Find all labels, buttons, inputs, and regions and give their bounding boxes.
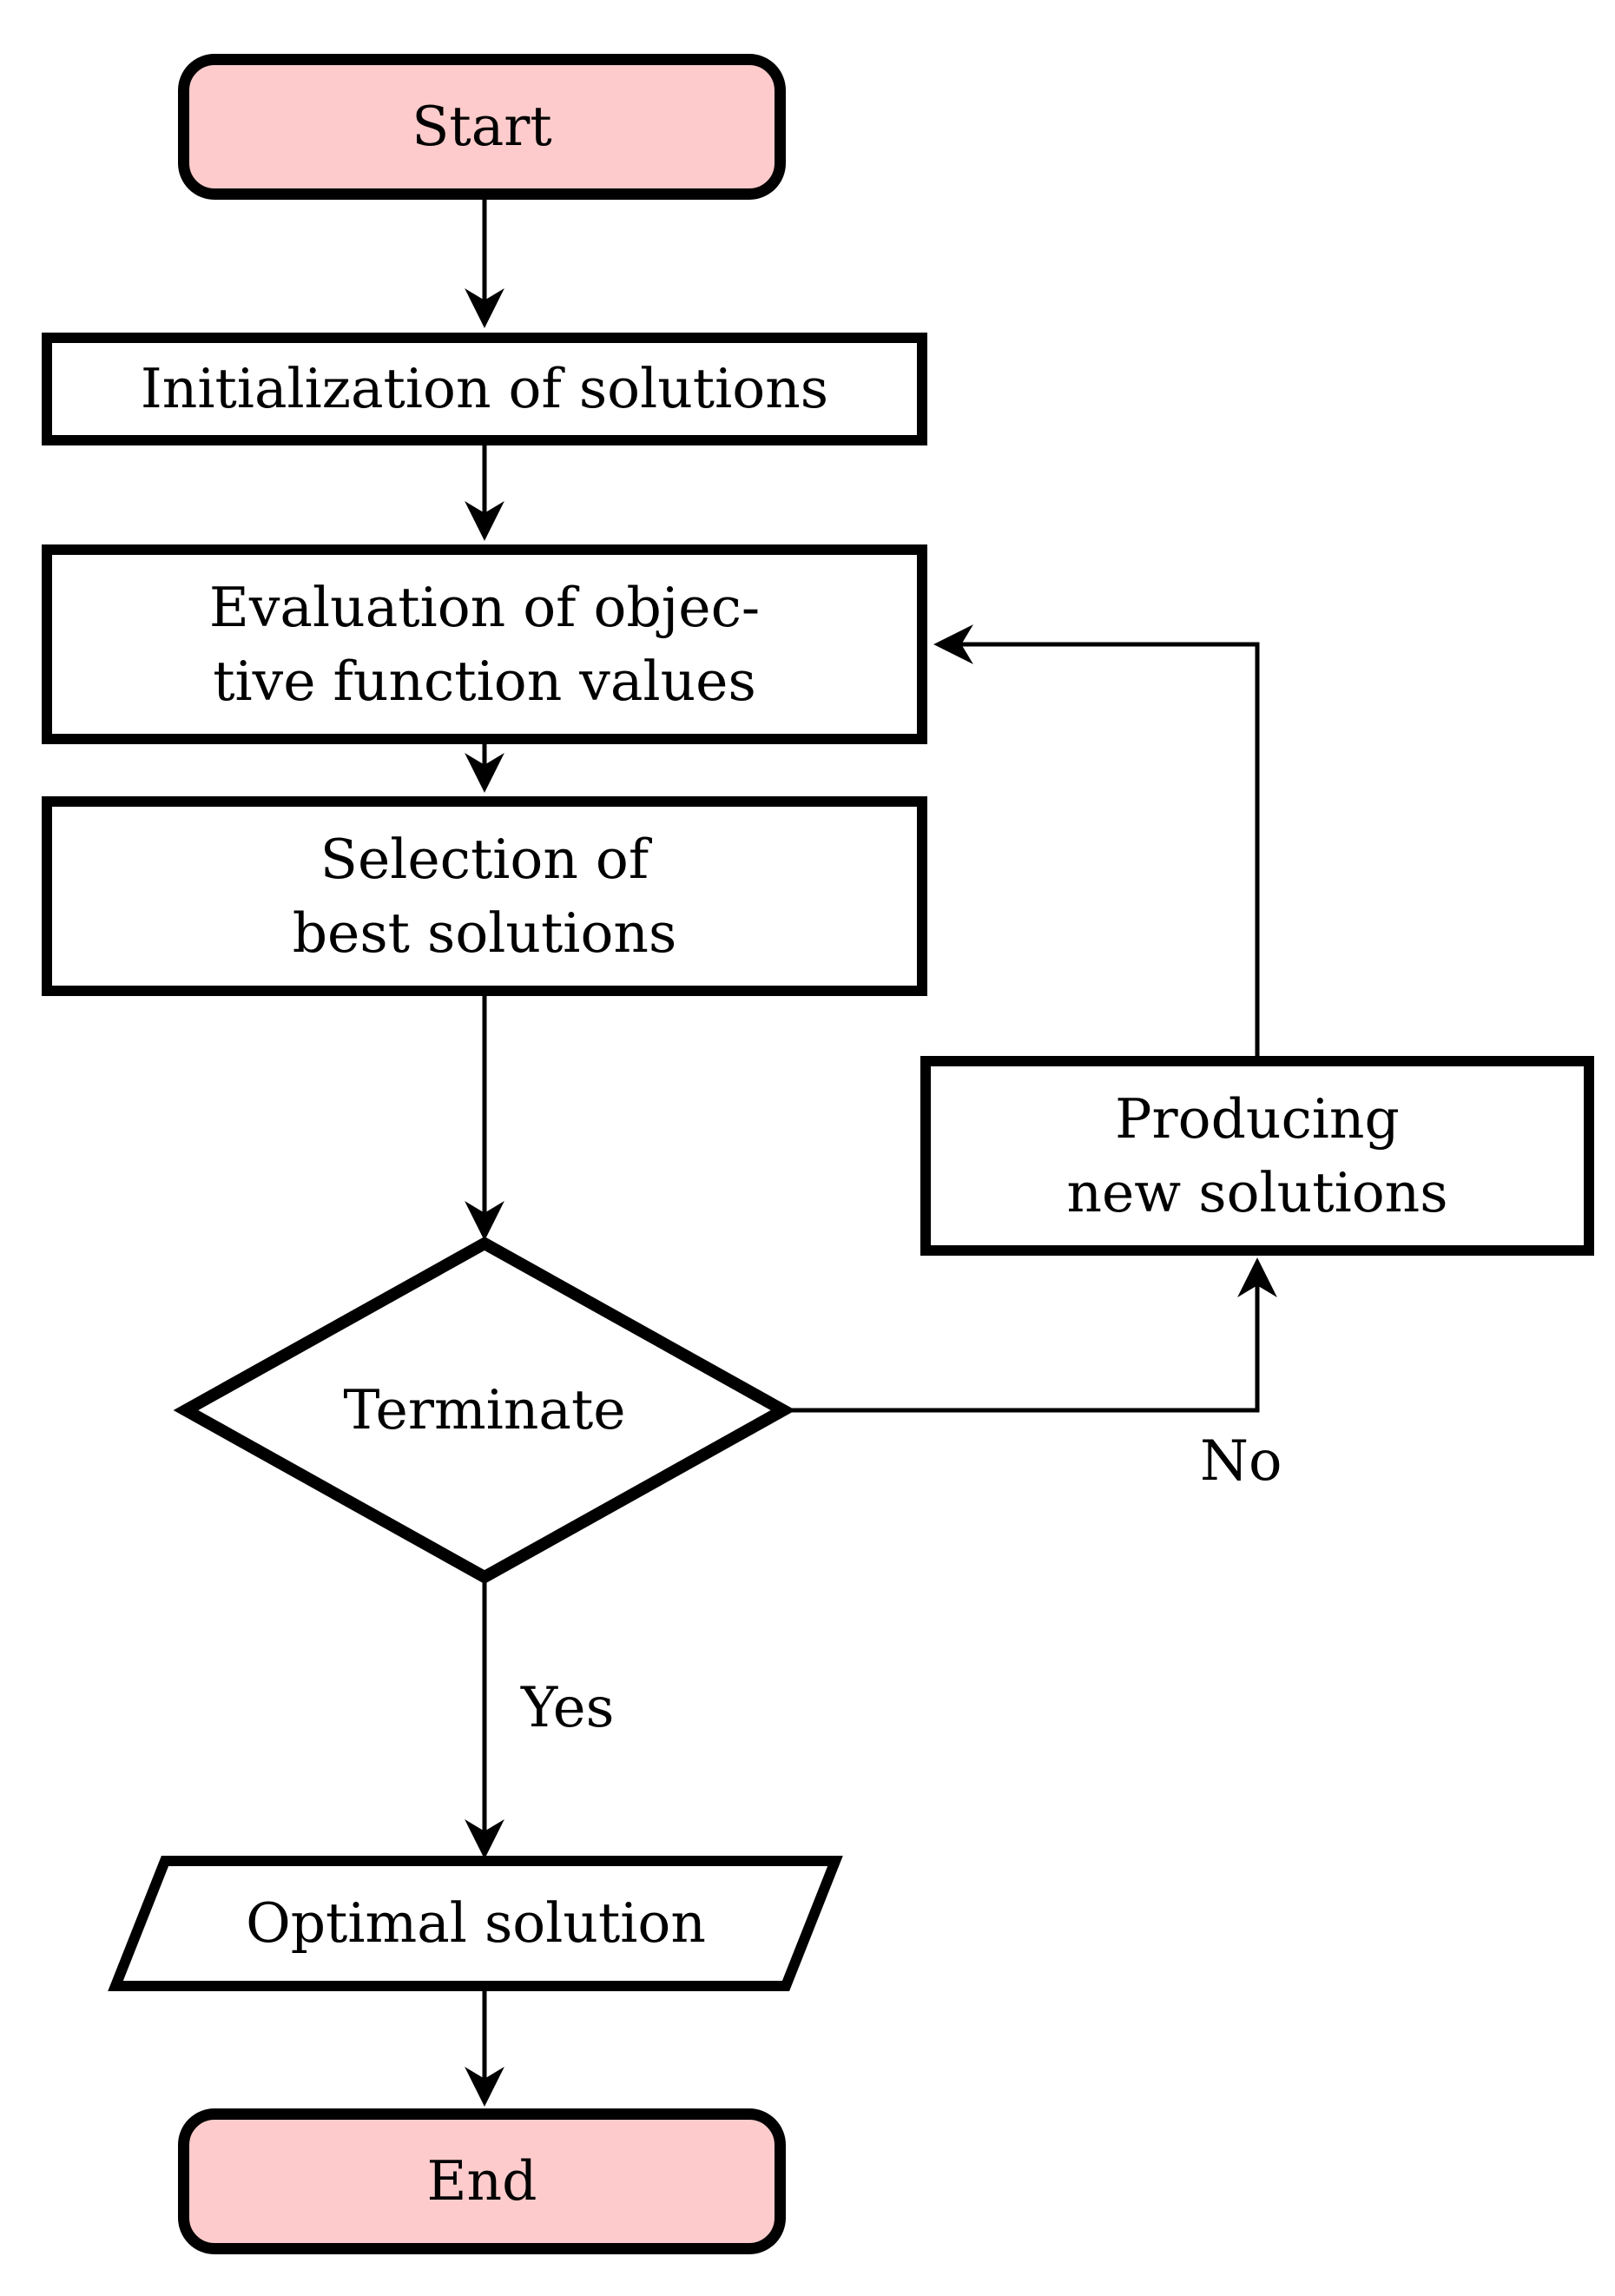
node-evaluation: Evaluation of objec- tive function value…: [42, 544, 927, 744]
edge-label-yes: Yes: [521, 1676, 615, 1740]
node-producing-label: Producing new solutions: [1066, 1086, 1448, 1224]
node-selection-label: Selection of best solutions: [292, 827, 677, 965]
io-parallelogram-shape: [108, 1856, 843, 1991]
edge-no-terminate-to-producing: [783, 1257, 1277, 1413]
decision-diamond-shape: [173, 1236, 796, 1585]
node-start: Start: [178, 54, 786, 200]
edge-label-no: No: [1200, 1429, 1282, 1494]
node-end: End: [178, 2108, 786, 2254]
node-selection: Selection of best solutions: [42, 796, 927, 996]
node-initialization-label: Initialization of solutions: [140, 357, 829, 421]
node-initialization: Initialization of solutions: [42, 333, 927, 445]
edge-producing-to-eval-feedback: [933, 624, 1260, 1056]
node-evaluation-label: Evaluation of objec- tive function value…: [208, 575, 761, 713]
node-producing: Producing new solutions: [920, 1056, 1594, 1256]
node-start-label: Start: [412, 95, 552, 159]
node-end-label: End: [426, 2149, 537, 2214]
